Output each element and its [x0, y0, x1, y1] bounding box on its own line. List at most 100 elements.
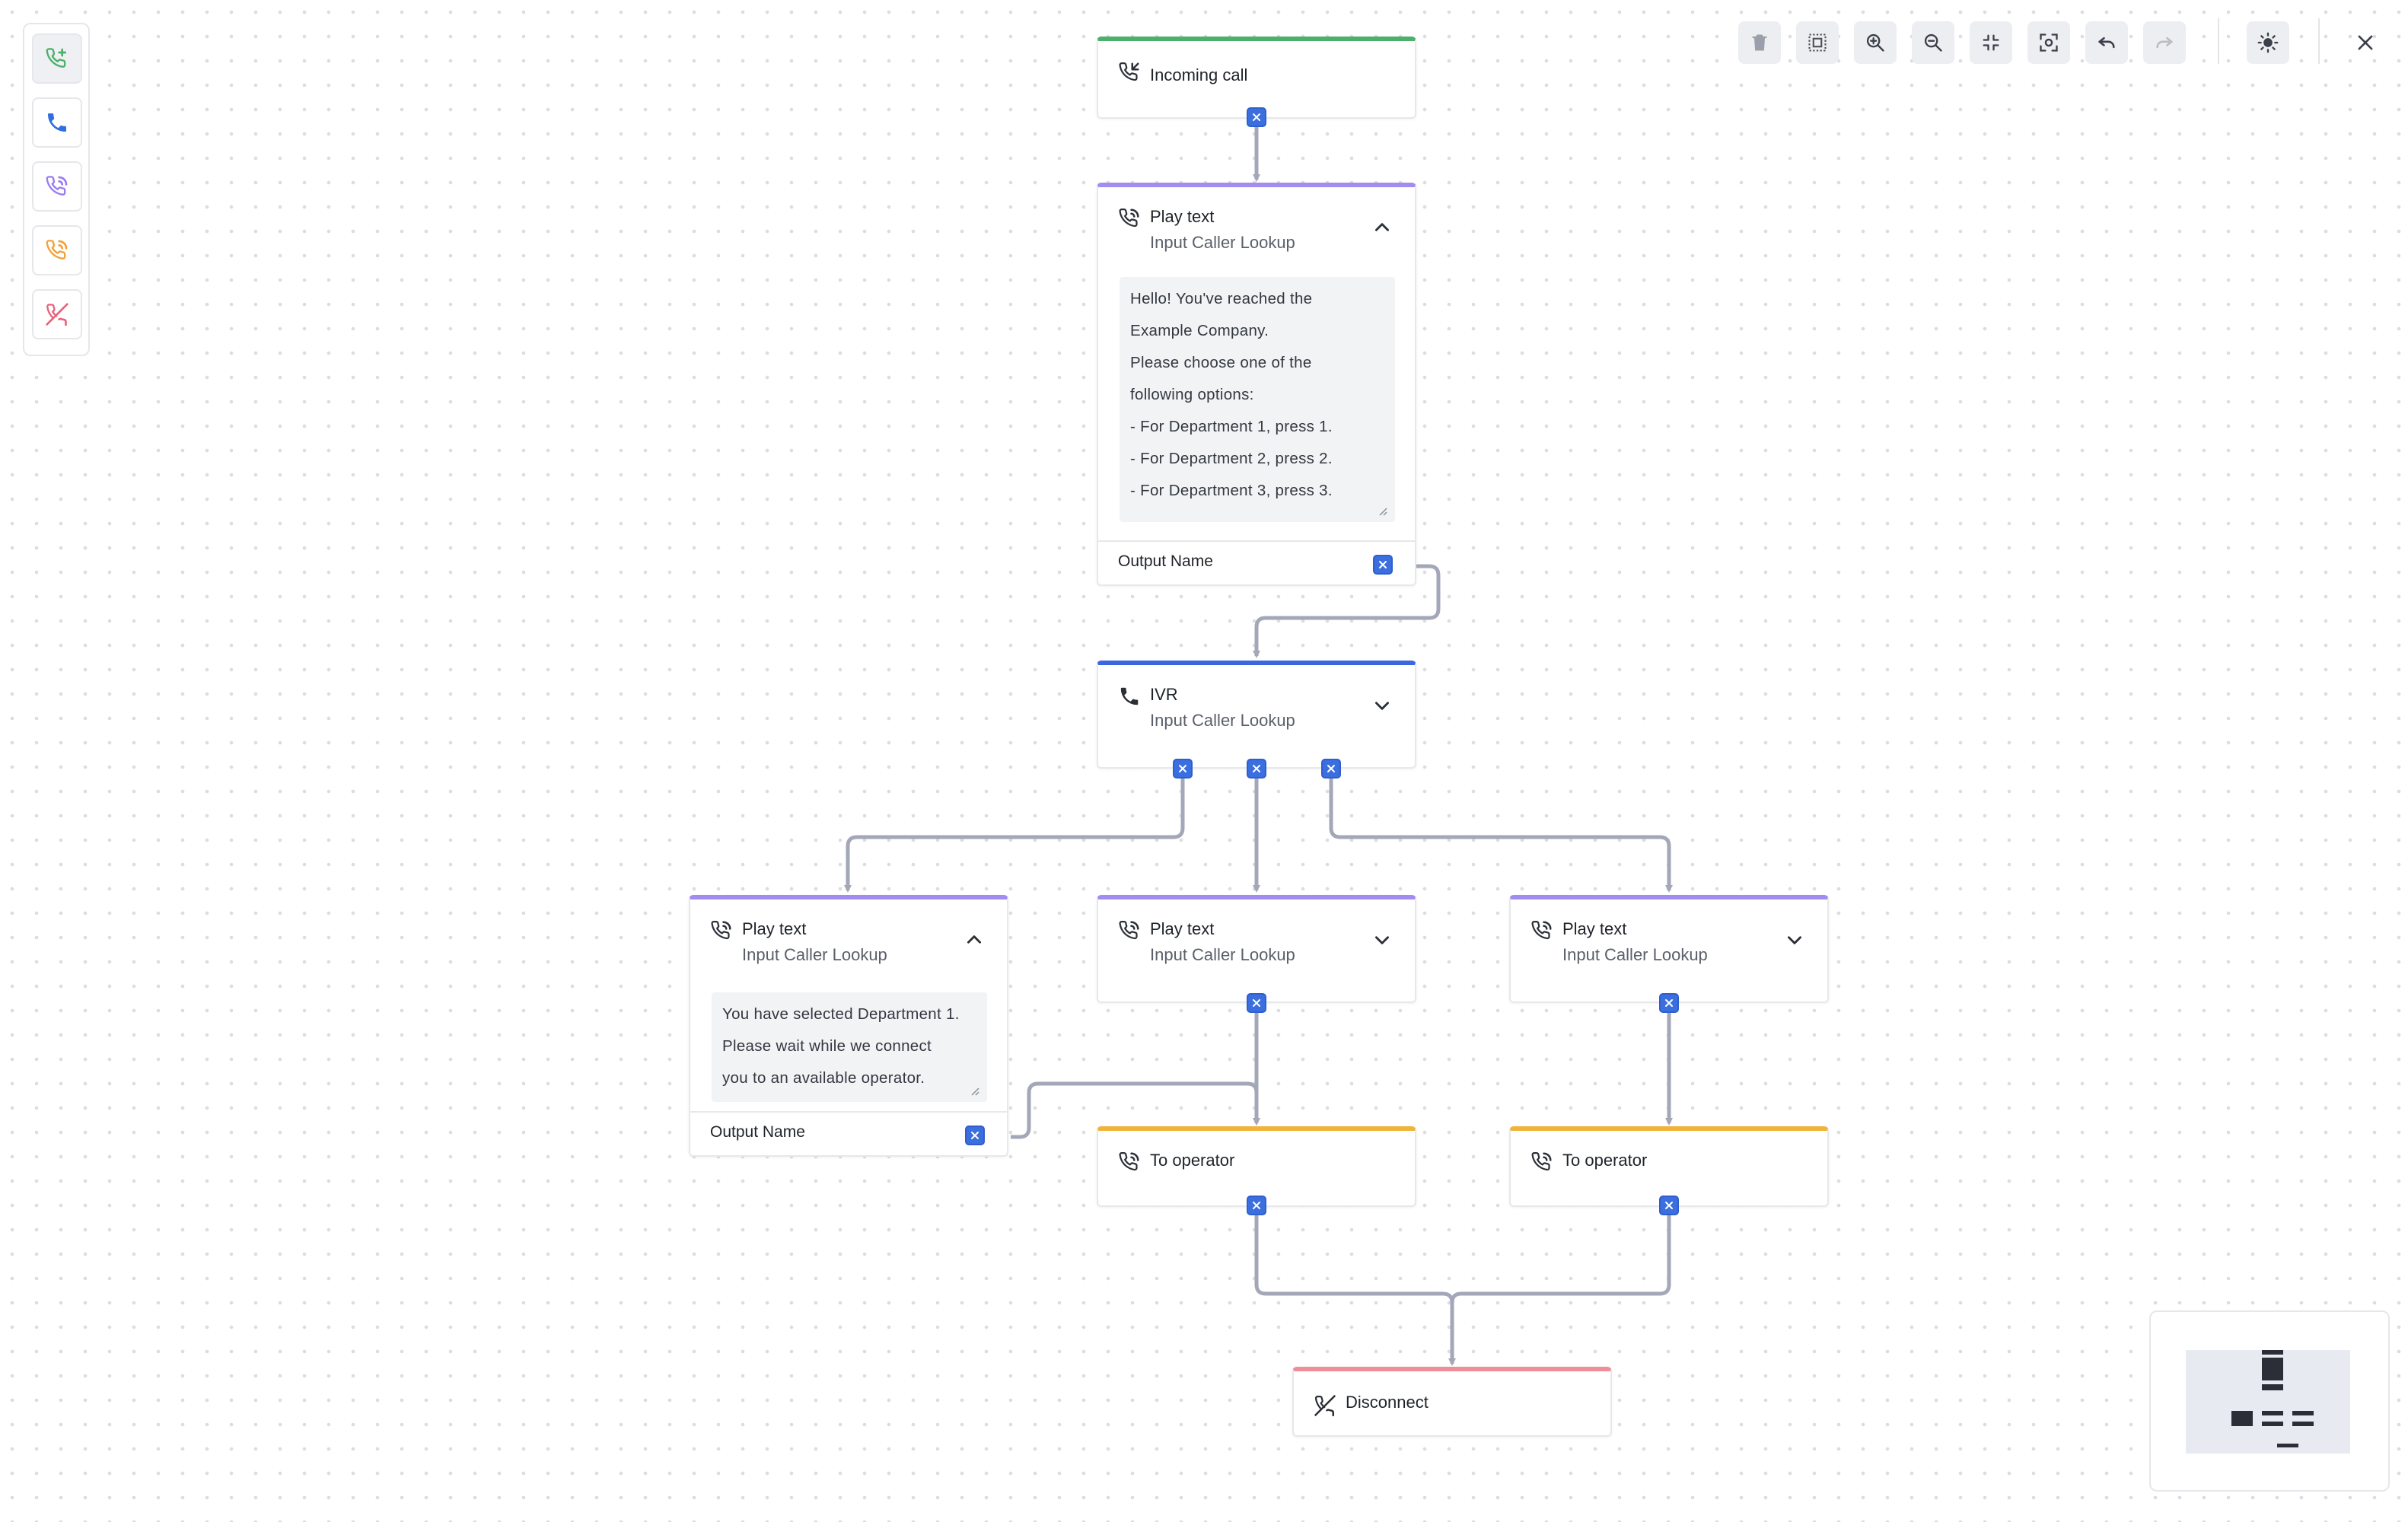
minimap-preview: [2186, 1350, 2350, 1454]
text-line: - For Department 2, press 2.: [1130, 450, 1333, 467]
undo-icon: [2098, 37, 2115, 49]
zoom-in-button[interactable]: [1854, 21, 1897, 64]
text-line: - For Department 3, press 3.: [1130, 482, 1333, 499]
delete-button[interactable]: [1738, 21, 1781, 64]
toolbar-divider: [2318, 18, 2320, 64]
output-port[interactable]: [1659, 1196, 1679, 1215]
phone-wave-icon: [1531, 921, 1552, 940]
node-play-text-1[interactable]: Play text Input Caller Lookup You have s…: [689, 895, 1008, 1157]
collapse-icon: [1983, 34, 1999, 51]
output-port[interactable]: [1659, 993, 1679, 1013]
node-subtitle: Input Caller Lookup: [1150, 711, 1295, 730]
wire-op2-disc: [1450, 1207, 1671, 1364]
output-port[interactable]: [1173, 759, 1193, 779]
text-line: Example Company.: [1130, 322, 1269, 339]
phone-incoming-icon: [1119, 62, 1139, 81]
add-to-operator-button[interactable]: [32, 225, 82, 275]
node-title: To operator: [1562, 1151, 1648, 1170]
phone-wave-icon: [711, 921, 731, 940]
text-line: Please choose one of the: [1130, 354, 1312, 371]
chevron-down-icon[interactable]: [1785, 930, 1804, 950]
output-port[interactable]: [965, 1126, 985, 1145]
phone-wave-icon: [1119, 209, 1139, 228]
wire-ivr-play1: [844, 769, 1185, 893]
node-ivr[interactable]: IVR Input Caller Lookup: [1097, 661, 1416, 769]
add-incoming-call-button[interactable]: [32, 33, 82, 84]
message-textarea[interactable]: Hello! You've reached the Example Compan…: [1120, 277, 1395, 522]
node-title: Play text: [1150, 919, 1215, 938]
toolbar-divider: [2218, 18, 2219, 64]
output-port[interactable]: [1321, 759, 1341, 779]
node-subtitle: Input Caller Lookup: [742, 945, 887, 964]
fit-view-icon: [2040, 33, 2058, 52]
undo-button[interactable]: [2085, 21, 2128, 64]
trash-icon: [1752, 34, 1767, 51]
close-icon: [971, 1132, 979, 1139]
wire-ivr-play3: [1329, 769, 1673, 893]
text-line: you to an available operator.: [722, 1069, 925, 1087]
output-port[interactable]: [1247, 1196, 1266, 1215]
add-play-text-button[interactable]: [32, 161, 82, 212]
phone-off-icon: [46, 303, 68, 326]
phone-wave-icon: [1119, 921, 1139, 940]
node-title: Play text: [742, 919, 807, 938]
close-button[interactable]: [2344, 21, 2387, 64]
node-title: Play text: [1150, 207, 1215, 226]
node-title: To operator: [1150, 1151, 1235, 1170]
theme-toggle-button[interactable]: [2247, 21, 2289, 64]
phone-plus-icon: [46, 48, 66, 68]
node-play-text-2[interactable]: Play text Input Caller Lookup: [1097, 895, 1416, 1003]
chevron-up-icon[interactable]: [964, 930, 984, 950]
phone-forward-icon: [1119, 1152, 1139, 1171]
phone-icon: [1120, 687, 1139, 705]
message-textarea[interactable]: You have selected Department 1. Please w…: [712, 992, 987, 1102]
node-incoming-call[interactable]: Incoming call: [1097, 37, 1416, 119]
close-icon: [1253, 113, 1260, 121]
select-all-button[interactable]: [1796, 21, 1839, 64]
zoom-in-icon: [1866, 33, 1884, 52]
chevron-down-icon[interactable]: [1372, 930, 1392, 950]
output-label: Output Name: [710, 1123, 805, 1141]
node-to-operator-2[interactable]: To operator: [1509, 1126, 1829, 1207]
close-icon: [1379, 561, 1387, 568]
zoom-out-button[interactable]: [1912, 21, 1954, 64]
output-port[interactable]: [1247, 107, 1266, 127]
output-port[interactable]: [1373, 555, 1393, 575]
add-ivr-button[interactable]: [32, 97, 82, 148]
select-all-icon: [1808, 33, 1827, 52]
resize-handle-icon[interactable]: [969, 1085, 979, 1096]
add-disconnect-button[interactable]: [32, 289, 82, 339]
phone-wave-icon: [46, 176, 68, 196]
phone-forward-icon: [1531, 1152, 1552, 1171]
node-title: Play text: [1562, 919, 1627, 938]
minimap[interactable]: [2149, 1310, 2390, 1492]
close-icon: [1179, 765, 1186, 772]
close-icon: [1253, 765, 1260, 772]
chevron-up-icon[interactable]: [1372, 218, 1392, 237]
fit-view-button[interactable]: [2027, 21, 2070, 64]
wire-op1-disc: [1254, 1207, 1456, 1366]
output-port[interactable]: [1247, 993, 1266, 1013]
node-subtitle: Input Caller Lookup: [1150, 233, 1295, 252]
text-line: following options:: [1130, 386, 1254, 403]
collapse-button[interactable]: [1970, 21, 2012, 64]
phone-off-icon: [1314, 1395, 1336, 1417]
node-title: IVR: [1150, 685, 1178, 704]
chevron-down-icon[interactable]: [1372, 696, 1392, 715]
output-port[interactable]: [1247, 759, 1266, 779]
node-title: Disconnect: [1346, 1393, 1429, 1412]
resize-handle-icon[interactable]: [1377, 505, 1387, 516]
text-line: - For Department 1, press 1.: [1130, 418, 1333, 435]
close-icon: [1253, 999, 1260, 1007]
output-row: Output Name: [690, 1111, 1007, 1155]
text-line: You have selected Department 1.: [722, 1005, 960, 1023]
close-icon: [1253, 1202, 1260, 1209]
node-play-text-main[interactable]: Play text Input Caller Lookup Hello! You…: [1097, 183, 1416, 586]
text-line: Please wait while we connect: [722, 1037, 932, 1055]
redo-button[interactable]: [2143, 21, 2186, 64]
node-disconnect[interactable]: Disconnect: [1292, 1367, 1612, 1437]
node-title: Incoming call: [1150, 65, 1248, 84]
sun-icon: [2257, 32, 2279, 53]
node-play-text-3[interactable]: Play text Input Caller Lookup: [1509, 895, 1829, 1003]
